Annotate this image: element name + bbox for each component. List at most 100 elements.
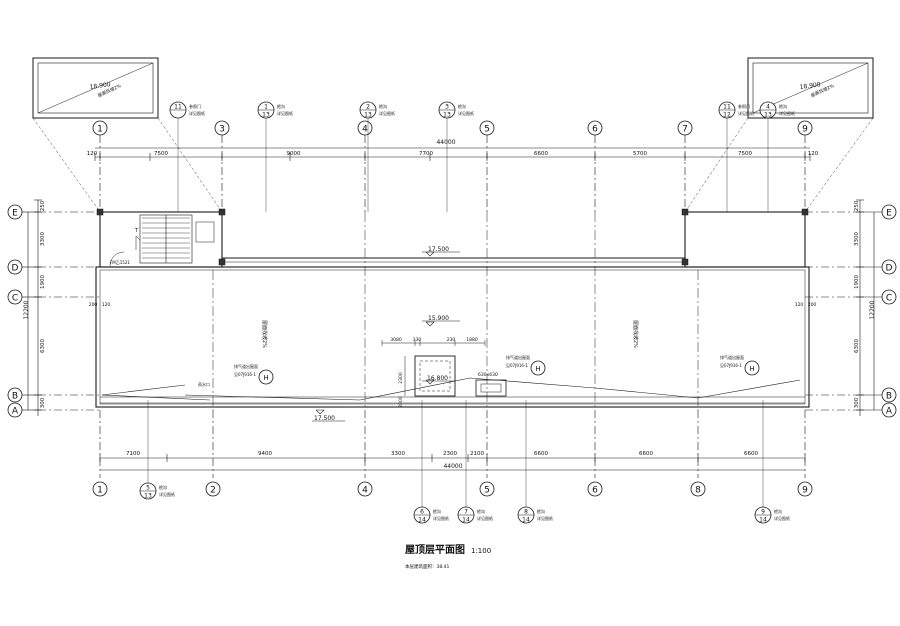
callout-top-note: 檐沟 (779, 103, 787, 109)
dim-text-top: 9000 (287, 151, 301, 157)
plan-callout-num: H (535, 365, 540, 373)
callout-bottom-num: 7 (464, 509, 468, 516)
vent-size-label: 630x630 (478, 372, 498, 378)
dim-text-bottom: 2100 (470, 451, 484, 457)
axis-bubble-top (797, 120, 813, 136)
callout-top-num: 1 (264, 104, 268, 111)
dim-text-left: 300 (40, 397, 46, 408)
dim-text-bottom: 9400 (258, 451, 272, 457)
axis-bubble-bottom (479, 481, 495, 497)
column (218, 258, 226, 266)
dim-text-hatch: 1880 (466, 337, 478, 343)
dim-text-bottom: 6600 (534, 451, 548, 457)
main-roof-elevation: 15.900 (428, 315, 449, 322)
callout-bottom-sub: 详见图纸 (537, 515, 553, 521)
axis-bubble-bottom (92, 481, 108, 497)
axis-bubble-bottom (797, 481, 813, 497)
dim-text-left: 250 (40, 200, 46, 211)
callout-top-ref: 13 (764, 112, 772, 119)
dim-text-top: 7500 (154, 151, 168, 157)
axis-label-bottom: 8 (695, 486, 701, 496)
callout-bottom-note: 檐沟 (774, 508, 782, 514)
axis-bubble-top (587, 120, 603, 136)
dim-text-left: 3300 (40, 232, 46, 246)
dim-text-right: 3300 (854, 232, 860, 246)
callout-top-num: 4 (766, 104, 770, 111)
axis-label-top: 5 (484, 125, 490, 135)
plan-callout-note: 排气道出屋面 (506, 354, 530, 360)
column (218, 208, 226, 216)
dim-text-top: 7500 (738, 151, 752, 157)
vent-inner (480, 383, 502, 393)
callout-bottom-sub: 详见图纸 (159, 491, 175, 497)
right-total-dimension: 12200 (869, 300, 876, 319)
hatch-elevation: 16.800 (427, 375, 448, 382)
plan-callout-num: H (749, 365, 754, 373)
callout-top-ref: 13 (443, 112, 451, 119)
callout-bottom-ref: 14 (418, 517, 426, 524)
callout-top-sub: 详见图纸 (379, 110, 395, 116)
axis-label-bottom: 1 (97, 486, 103, 496)
callout-top-num: 11 (174, 104, 182, 111)
callout-bottom-sub: 详见图纸 (774, 515, 790, 521)
axis-label-left: A (12, 407, 19, 417)
axis-label-top: 7 (682, 125, 688, 135)
callout-top-note: 檐沟 (379, 103, 387, 109)
plan-callout-note: 排气道出屋面 (234, 363, 258, 369)
callout-top-sub: 详见图纸 (277, 110, 293, 116)
keyplan-left-inner (37, 62, 154, 114)
callout-top-note: 参照门 (189, 103, 201, 109)
axis-label-right: B (886, 392, 892, 402)
elevation-marker (315, 409, 325, 415)
plan-callout-bubble (530, 360, 546, 376)
keyplan-leader (684, 117, 749, 213)
callout-top-num: 11 (723, 104, 731, 111)
dim-text-hatch: 230 (447, 337, 456, 343)
stair-direction-arrow (135, 235, 141, 250)
axis-label-right: C (886, 294, 892, 304)
plan-callout-code: 见07J916-1 (234, 372, 256, 377)
main-roof-inner (99, 269, 806, 405)
side-offset-text: 200 (808, 302, 817, 308)
callout-bottom-num: 8 (524, 509, 528, 516)
axis-bubble-top (677, 120, 693, 136)
callout-bottom-num: 5 (146, 485, 150, 492)
dim-text-hatch-v: 2000 (398, 396, 404, 408)
upper-roof-elevation: 17.500 (428, 246, 449, 253)
door-swing (109, 251, 125, 267)
stair-landing (195, 221, 215, 243)
slope-line (101, 384, 186, 396)
callout-top-ref: 13 (364, 112, 372, 119)
dim-text-hatch: 330 (413, 337, 422, 343)
column (681, 208, 689, 216)
roof-slope-right-label: 屋面找坡2% (632, 320, 639, 348)
axis-label-top: 4 (362, 125, 368, 135)
callout-bottom-ref: 14 (759, 517, 767, 524)
roof-hatch-inner (419, 360, 451, 392)
axis-label-top: 1 (97, 125, 103, 135)
axis-label-bottom: 2 (210, 486, 216, 496)
keyplan-right (747, 57, 874, 119)
axis-label-left: C (12, 294, 18, 304)
callout-bottom-note: 檐沟 (433, 508, 441, 514)
plan-callout-bubble (744, 360, 760, 376)
stair-door-label: FM乙1521 (110, 259, 130, 265)
axis-label-right: D (886, 264, 893, 274)
elevation-marker (425, 321, 435, 327)
axis-label-right: E (886, 209, 892, 219)
callout-top-note: 檐沟 (277, 103, 285, 109)
dim-text-bottom: 2300 (443, 451, 457, 457)
dim-text-hatch: 3080 (390, 337, 402, 343)
dim-text-right: 250 (854, 200, 860, 211)
roof-hatch-outline (414, 355, 456, 397)
lower-roof-elevation: 17.500 (314, 415, 335, 422)
callout-bottom-sub: 详见图纸 (433, 515, 449, 521)
callout-bottom-note: 檐沟 (477, 508, 485, 514)
axis-label-bottom: 4 (362, 486, 368, 496)
callout-top-note: 檐沟 (458, 103, 466, 109)
plan-callout-num: H (263, 374, 268, 382)
dim-text-left: 1900 (40, 275, 46, 289)
axis-label-bottom: 6 (592, 486, 598, 496)
plan-callout-code: 见07J916-1 (720, 363, 742, 368)
